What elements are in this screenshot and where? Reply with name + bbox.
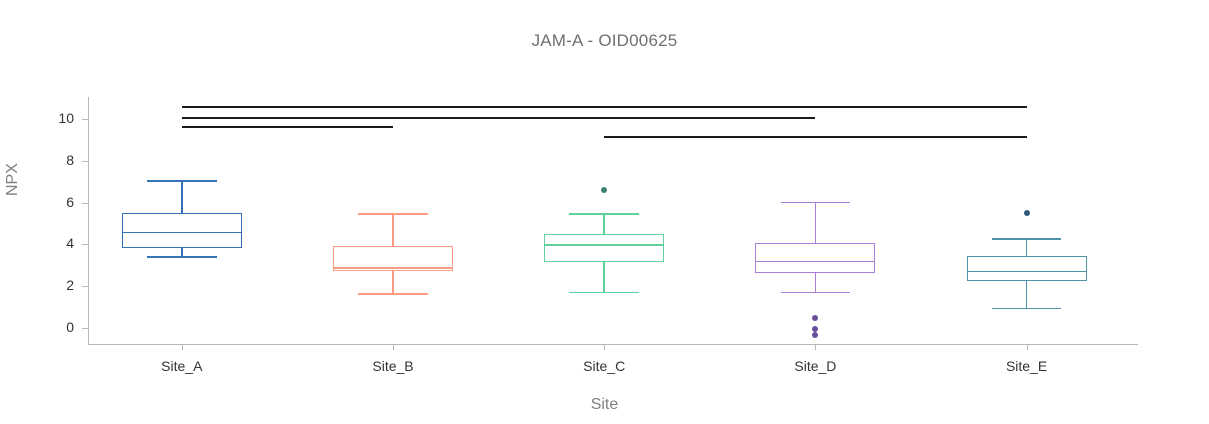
whisker-cap-upper bbox=[569, 213, 639, 216]
y-tick-mark bbox=[82, 327, 88, 329]
box-iqr bbox=[544, 233, 665, 263]
whisker-lower bbox=[392, 270, 394, 294]
median-line bbox=[966, 270, 1087, 273]
whisker-lower bbox=[814, 273, 817, 292]
x-axis-line bbox=[88, 344, 1138, 345]
whisker-cap-lower bbox=[780, 291, 851, 294]
y-axis-line bbox=[88, 97, 89, 344]
x-tick-label-site_c: Site_C bbox=[583, 358, 626, 374]
outlier-point bbox=[812, 326, 819, 333]
whisker-upper bbox=[1025, 238, 1028, 257]
outlier-point bbox=[812, 331, 819, 338]
whisker-cap-lower bbox=[358, 293, 428, 295]
significance-bar-site_c-site_e bbox=[604, 136, 1027, 139]
x-tick-label-site_a: Site_A bbox=[161, 358, 203, 374]
outlier-point bbox=[812, 314, 819, 321]
whisker-upper bbox=[392, 213, 394, 247]
whisker-upper bbox=[603, 213, 605, 234]
median-line bbox=[544, 244, 665, 246]
whisker-lower bbox=[603, 262, 605, 292]
box-iqr bbox=[755, 242, 876, 274]
box-iqr bbox=[121, 213, 242, 249]
y-tick-label: 0 bbox=[66, 318, 74, 335]
whisker-cap-upper bbox=[147, 180, 217, 182]
whisker-upper bbox=[181, 180, 183, 214]
significance-bar-site_a-site_d bbox=[181, 117, 816, 120]
whisker-upper bbox=[814, 201, 817, 243]
whisker-cap-lower bbox=[147, 255, 217, 258]
y-tick-mark bbox=[82, 244, 88, 246]
outlier-point bbox=[601, 187, 608, 194]
whisker-lower bbox=[1025, 280, 1028, 308]
y-tick-mark bbox=[82, 286, 88, 287]
x-tick-mark bbox=[393, 344, 394, 350]
whisker-cap-upper bbox=[358, 213, 428, 216]
x-tick-label-site_e: Site_E bbox=[1005, 358, 1048, 374]
y-tick-label: 6 bbox=[66, 193, 74, 210]
y-tick-label: 2 bbox=[66, 277, 74, 293]
x-tick-label-site_d: Site_D bbox=[794, 358, 837, 374]
whisker-lower bbox=[181, 248, 183, 256]
median-line bbox=[121, 231, 242, 234]
y-tick-mark bbox=[82, 119, 88, 121]
y-tick-label: 8 bbox=[66, 151, 74, 168]
significance-bar-site_a-site_e bbox=[181, 106, 1027, 109]
y-tick-mark bbox=[82, 160, 88, 162]
median-line bbox=[333, 267, 453, 269]
x-tick-mark bbox=[604, 344, 606, 350]
box-iqr bbox=[333, 246, 453, 271]
whisker-cap-upper bbox=[991, 238, 1062, 241]
y-tick-label: 4 bbox=[66, 235, 74, 252]
y-tick-label: 10 bbox=[58, 110, 74, 127]
outlier-point bbox=[1023, 210, 1030, 217]
y-tick-mark bbox=[82, 202, 88, 204]
box-iqr bbox=[966, 256, 1087, 281]
x-tick-mark bbox=[1026, 344, 1028, 350]
x-tick-mark bbox=[181, 344, 183, 350]
whisker-cap-lower bbox=[991, 307, 1062, 310]
median-line bbox=[755, 260, 876, 263]
whisker-cap-lower bbox=[569, 291, 639, 294]
x-tick-label-site_b: Site_B bbox=[372, 358, 414, 374]
significance-bar-site_a-site_b bbox=[181, 126, 393, 129]
x-axis-title: Site bbox=[590, 396, 619, 413]
x-tick-mark bbox=[815, 344, 817, 350]
whisker-cap-upper bbox=[780, 201, 851, 204]
chart-title: JAM-A - OID00625 bbox=[531, 31, 678, 50]
